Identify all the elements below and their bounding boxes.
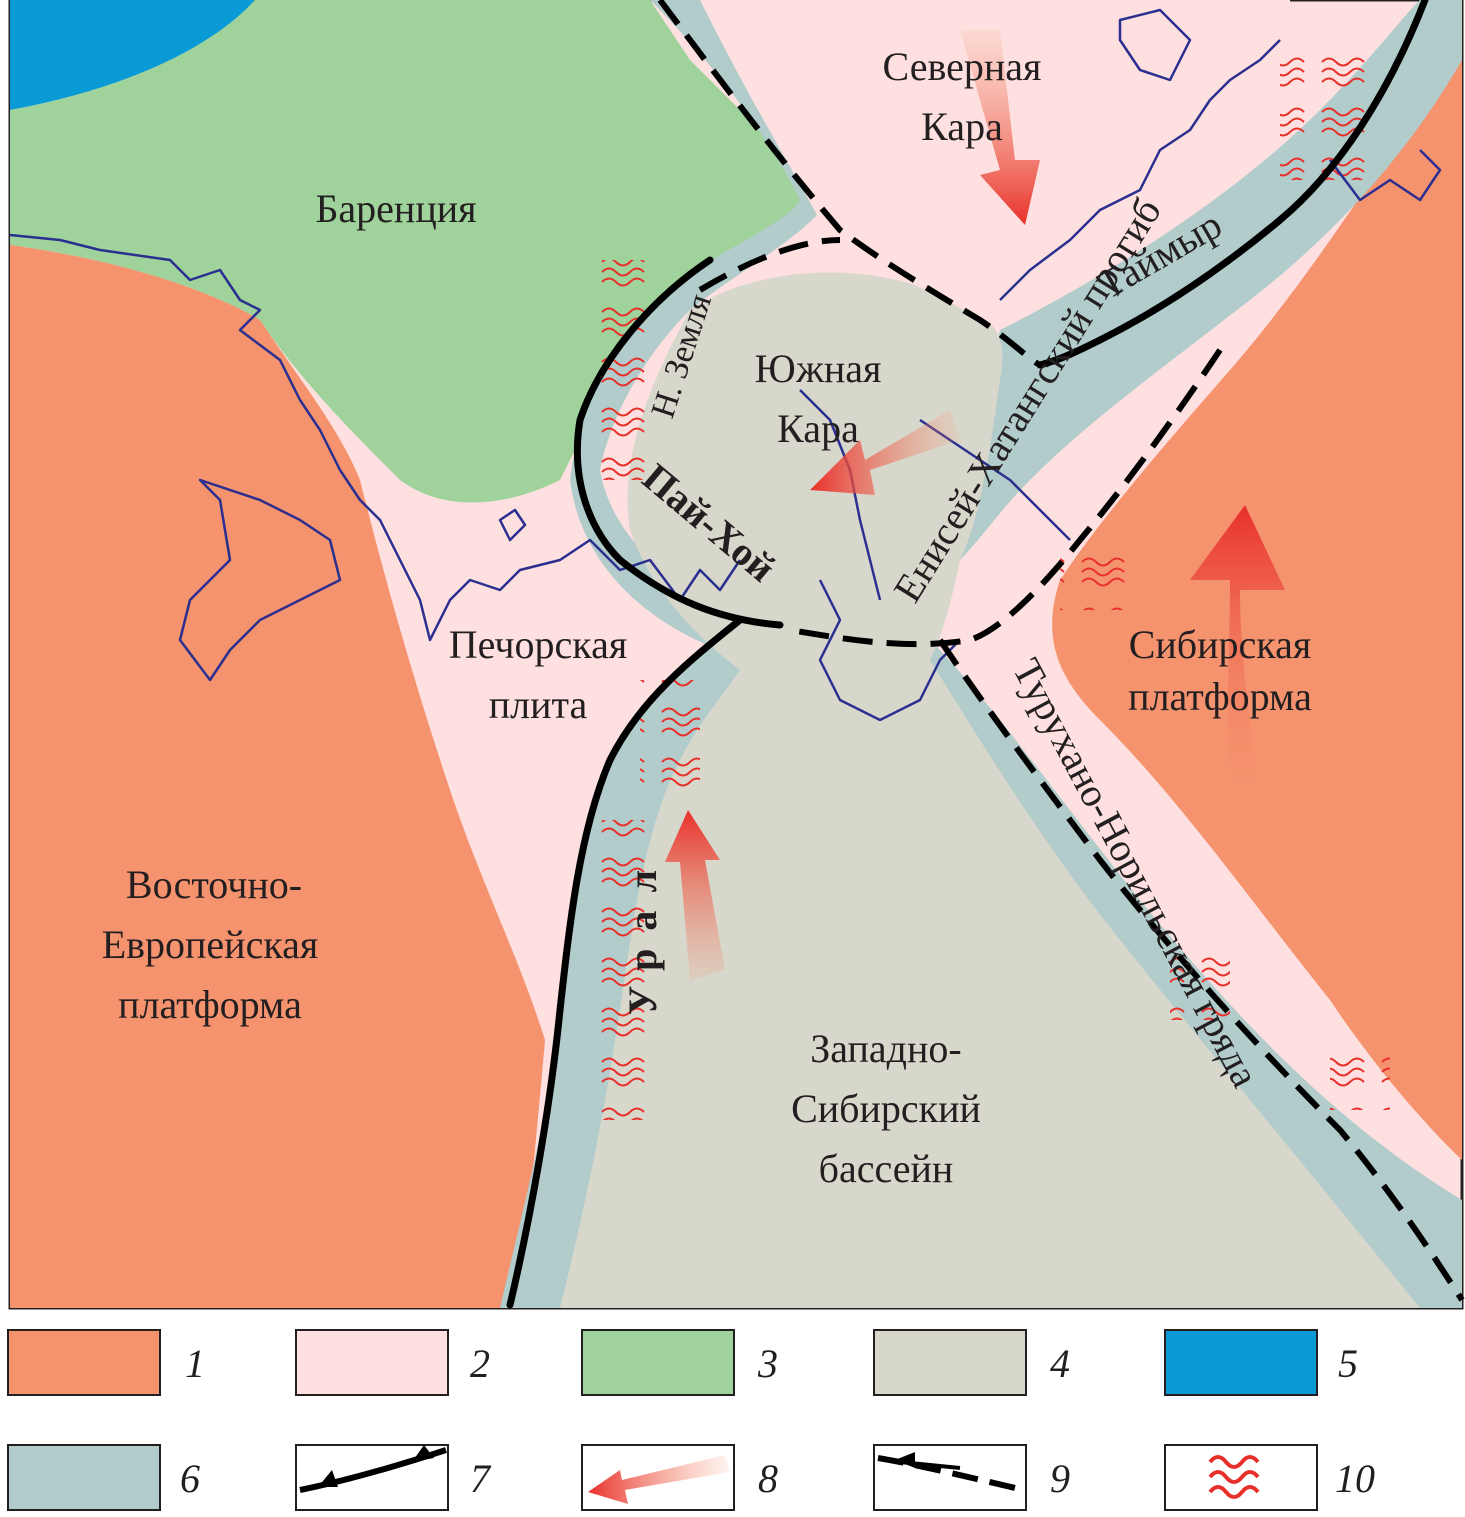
label-pechora-2: плита — [489, 682, 588, 727]
legend-num-2: 2 — [470, 1341, 490, 1386]
legend-swatch-9 — [873, 1444, 1027, 1511]
label-barentsia: Баренция — [315, 186, 476, 231]
strike-slip-faults — [657, 0, 1465, 1302]
label-south-kara-1: Южная — [755, 346, 882, 391]
legend-num-6: 6 — [180, 1456, 200, 1501]
label-siberian-platform-1: Сибирская — [1129, 622, 1312, 667]
label-pechora-1: Печорская — [449, 622, 628, 667]
legend-num-5: 5 — [1338, 1341, 1358, 1386]
label-west-siberian-1: Западно- — [810, 1026, 962, 1071]
ocean-area — [10, 0, 255, 110]
legend-swatch-2 — [295, 1329, 449, 1396]
legend-swatch-5 — [1164, 1329, 1318, 1396]
legend: 1 2 3 4 5 6 7 8 9 — [7, 1329, 1375, 1511]
deformation-waves — [590, 40, 1390, 1120]
label-west-siberian-3: бассейн — [819, 1146, 954, 1191]
west-siberian-basin-area — [560, 272, 1420, 1309]
legend-swatch-3 — [581, 1329, 735, 1396]
legend-num-1: 1 — [185, 1341, 205, 1386]
label-east-european-3: платформа — [118, 982, 302, 1027]
legend-num-10: 10 — [1335, 1456, 1375, 1501]
legend-swatch-7 — [295, 1444, 449, 1511]
legend-swatch-4 — [873, 1329, 1027, 1396]
legend-swatch-6 — [7, 1444, 161, 1511]
legend-swatch-10 — [1164, 1444, 1318, 1511]
legend-num-7: 7 — [470, 1456, 492, 1501]
label-north-kara-1: Северная — [883, 44, 1042, 89]
legend-num-3: 3 — [757, 1341, 778, 1386]
fold-belt-ural — [500, 620, 820, 1308]
siberian-platform-area — [1052, 40, 1462, 1160]
motion-arrows — [665, 30, 1285, 980]
barentsia-area — [10, 0, 820, 503]
legend-num-4: 4 — [1050, 1341, 1070, 1386]
label-south-kara-2: Кара — [777, 406, 859, 451]
label-ural: Урал — [620, 852, 665, 1015]
label-siberian-platform-2: платформа — [1128, 674, 1312, 719]
legend-swatch-8 — [581, 1444, 735, 1511]
north-kara-area — [700, 0, 1293, 330]
legend-num-9: 9 — [1050, 1456, 1070, 1501]
legend-swatch-1 — [7, 1329, 161, 1396]
thrust-lines — [506, 0, 1429, 1309]
legend-num-8: 8 — [758, 1456, 778, 1501]
label-east-european-1: Восточно- — [126, 862, 302, 907]
label-west-siberian-2: Сибирский — [791, 1086, 981, 1131]
label-east-european-2: Европейская — [102, 922, 319, 967]
label-north-kara-2: Кара — [921, 104, 1003, 149]
east-european-platform-area — [10, 245, 545, 1308]
